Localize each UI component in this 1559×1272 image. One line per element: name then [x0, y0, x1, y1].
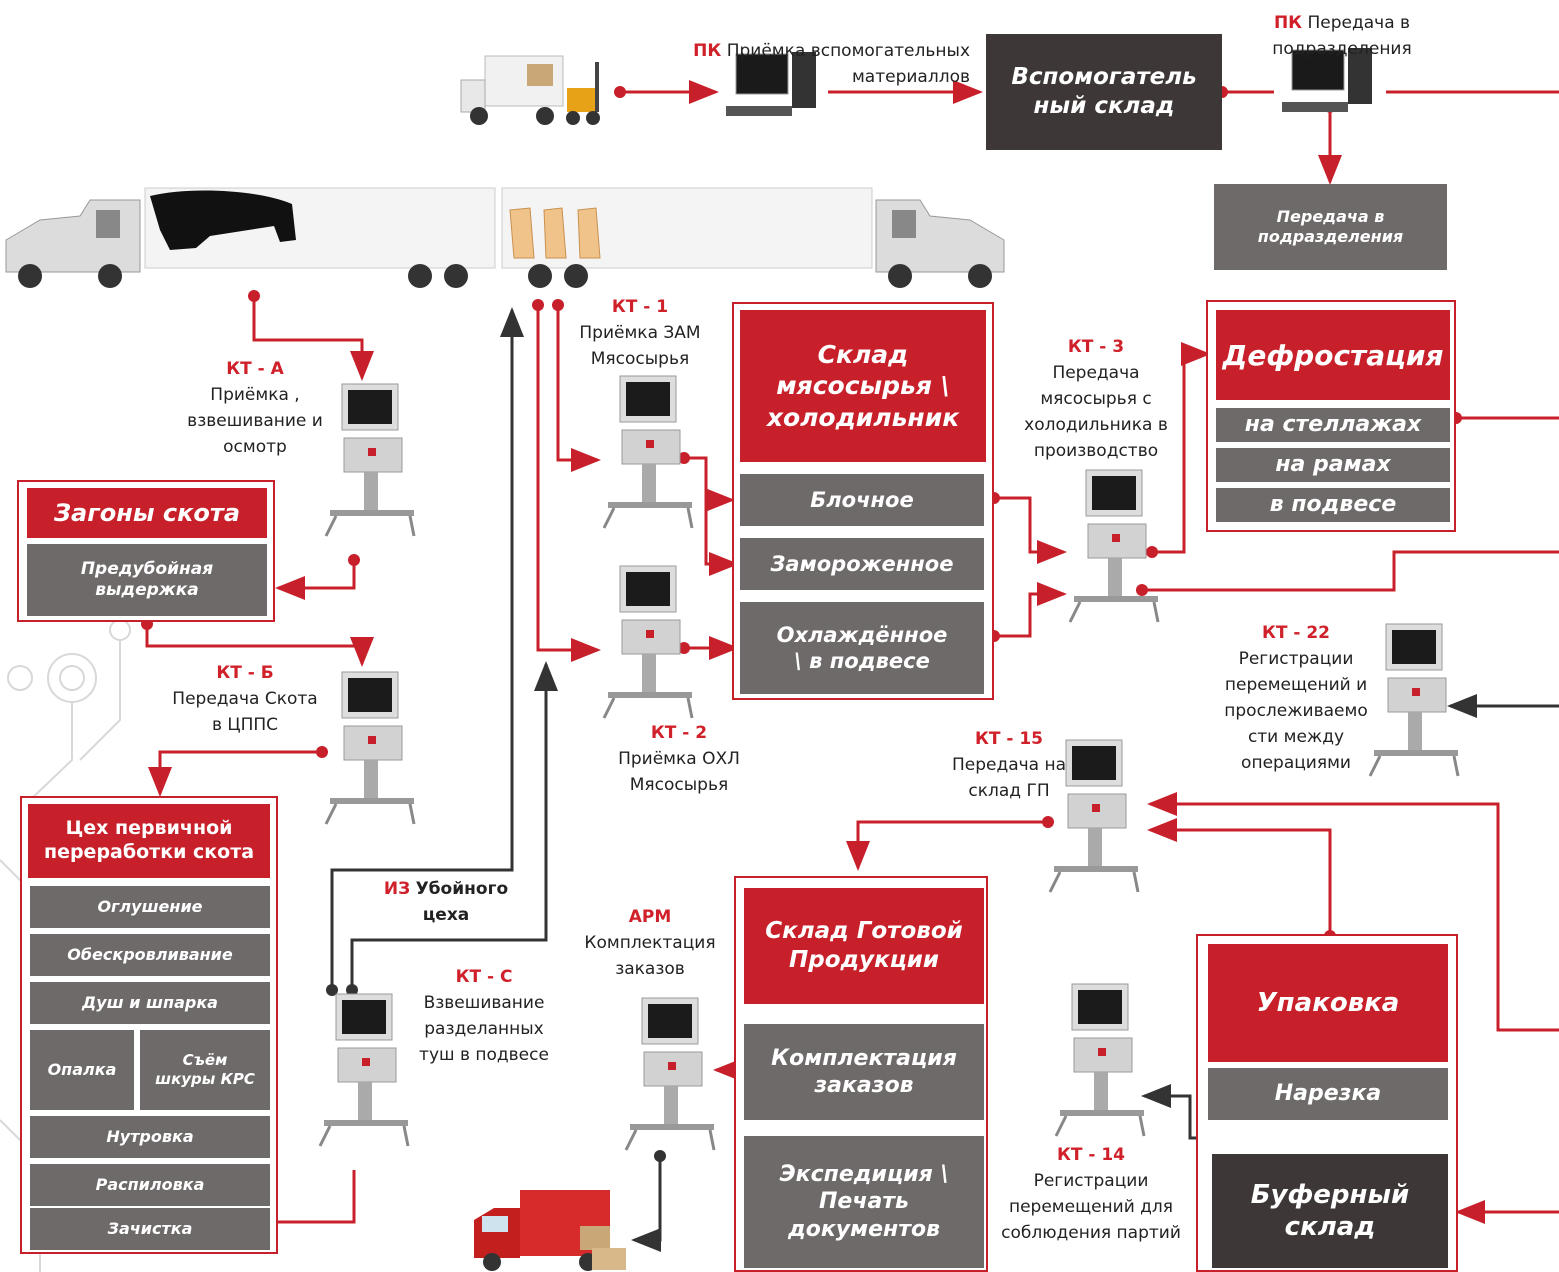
packaging-panel: Упаковка Нарезка Буферный склад: [1196, 934, 1458, 1272]
kt-b-text: Передача Скота в ЦППС: [172, 689, 318, 735]
kt-15-text: Передача на склад ГП: [951, 755, 1067, 801]
from-code: ИЗ: [383, 879, 411, 899]
arm-code: АРМ: [628, 907, 672, 927]
pk-code: ПК: [693, 41, 722, 61]
livestock-pens-title: Загоны скота: [27, 488, 267, 538]
kt-15-label: КТ - 15 Передача на склад ГП: [944, 726, 1074, 804]
kt-22-label: КТ - 22 Регистрации перемещений и просле…: [1214, 620, 1378, 776]
weighing-terminal-kt-1-icon: [602, 375, 694, 529]
packaging-title: Упаковка: [1208, 944, 1448, 1062]
meat-warehouse-panel: Склад мясосырья \ холодильник Блочное За…: [732, 302, 994, 700]
kt-3-label: КТ - 3 Передача мясосырья с холодильника…: [1016, 334, 1176, 464]
kt-c-code: КТ - С: [455, 967, 513, 987]
kt-22-code: КТ - 22: [1261, 623, 1331, 643]
kt-3-code: КТ - 3: [1067, 337, 1125, 357]
kt-2-code: КТ - 2: [650, 723, 708, 743]
slicing-box: Нарезка: [1208, 1068, 1448, 1120]
delivery-truck-forklift-image: [460, 55, 600, 125]
op-bleeding: Обескровливание: [30, 934, 270, 976]
weighing-terminal-kt-c-icon: [318, 993, 410, 1147]
cattle-truck-image: [5, 187, 496, 288]
kt-c-label: КТ - С Взвешивание разделанных туш в под…: [414, 964, 554, 1068]
pk-transfer-label: ПК Передача в подразделения: [1262, 10, 1422, 62]
kt-1-label: КТ - 1 Приёмка ЗАМ Мясосырья: [570, 294, 710, 372]
op-stunning: Оглушение: [30, 886, 270, 928]
livestock-pens-panel: Загоны скота Предубойная выдержка: [17, 480, 275, 622]
weighing-terminal-kt-a-icon: [324, 383, 416, 537]
transfer-to-departments-box: Передача в подразделения: [1214, 184, 1447, 270]
frozen-meat-box: Замороженное: [740, 538, 984, 590]
op-sawing: Распиловка: [30, 1164, 270, 1206]
kt-22-text: Регистрации перемещений и прослеживаемо …: [1224, 649, 1368, 773]
from-slaughter-text: Убойного цеха: [415, 879, 509, 925]
finished-goods-warehouse-panel: Склад Готовой Продукции Комплектация зак…: [734, 876, 988, 1272]
kt-1-text: Приёмка ЗАМ Мясосырья: [579, 323, 701, 369]
pk-receiving-text: Приёмка вспомогательных материаллов: [726, 41, 970, 87]
workstation-arm-icon: [624, 997, 716, 1151]
kt-14-label: КТ - 14 Регистрации перемещений для собл…: [994, 1142, 1188, 1246]
from-slaughter-label: ИЗ Убойного цеха: [376, 876, 516, 928]
finished-goods-title: Склад Готовой Продукции: [744, 888, 984, 1004]
block-meat-box: Блочное: [740, 474, 984, 526]
pk-code: ПК: [1273, 13, 1303, 33]
defrost-racks-box: на стеллажах: [1216, 408, 1450, 442]
carcass-truck-image: [501, 187, 1005, 288]
pk-receiving-label: ПК Приёмка вспомогательных материаллов: [640, 38, 970, 90]
kt-15-code: КТ - 15: [974, 729, 1044, 749]
weighing-terminal-kt-22-icon: [1368, 623, 1460, 777]
op-singeing: Опалка: [30, 1030, 134, 1110]
order-picking-box: Комплектация заказов: [744, 1024, 984, 1120]
chilled-meat-box: Охлаждённое \ в подвесе: [740, 602, 984, 694]
op-evisceration: Нутровка: [30, 1116, 270, 1158]
kt-14-text: Регистрации перемещений для соблюдения п…: [1001, 1171, 1181, 1243]
delivery-van-image: [474, 1190, 626, 1271]
op-skinning: Съём шкуры КРС: [140, 1030, 270, 1110]
op-shower-scalding: Душ и шпарка: [30, 982, 270, 1024]
kt-1-code: КТ - 1: [611, 297, 669, 317]
kt-a-code: КТ - А: [226, 359, 284, 379]
kt-2-label: КТ - 2 Приёмка ОХЛ Мясосырья: [604, 720, 754, 798]
computer-icon: [1282, 48, 1372, 112]
computer-icon: [726, 52, 816, 116]
weighing-terminal-kt-2-icon: [602, 565, 694, 719]
kt-a-text: Приёмка , взвешивание и осмотр: [187, 385, 323, 457]
arm-label: АРМ Комплектация заказов: [576, 904, 724, 982]
auxiliary-warehouse-box: Вспомогатель ный склад: [986, 34, 1222, 150]
kt-a-label: КТ - А Приёмка , взвешивание и осмотр: [180, 356, 330, 460]
defrost-title: Дефростация: [1216, 310, 1450, 400]
pre-slaughter-holding-box: Предубойная выдержка: [27, 544, 267, 616]
kt-3-text: Передача мясосырья с холодильника в прои…: [1024, 363, 1168, 461]
weighing-terminal-kt-3-icon: [1068, 469, 1160, 623]
weighing-terminal-kt-b-icon: [324, 671, 416, 825]
defrost-hanging-box: в подвесе: [1216, 488, 1450, 522]
primary-processing-shop-panel: Цех первичной переработки скота Оглушени…: [20, 796, 278, 1254]
dispatch-print-box: Экспедиция \ Печать документов: [744, 1136, 984, 1268]
defrost-panel: Дефростация на стеллажах на рамах в подв…: [1206, 300, 1456, 532]
pk-transfer-text: Передача в подразделения: [1272, 13, 1412, 59]
kt-2-text: Приёмка ОХЛ Мясосырья: [618, 749, 740, 795]
kt-14-code: КТ - 14: [1056, 1145, 1126, 1165]
weighing-terminal-kt-15-icon: [1048, 739, 1140, 893]
kt-b-code: КТ - Б: [216, 663, 274, 683]
arm-text: Комплектация заказов: [584, 933, 716, 979]
op-trimming: Зачистка: [30, 1208, 270, 1250]
kt-c-text: Взвешивание разделанных туш в подвесе: [419, 993, 549, 1065]
primary-processing-shop-title: Цех первичной переработки скота: [28, 804, 270, 878]
weighing-terminal-kt-14-icon: [1054, 983, 1146, 1137]
meat-warehouse-title: Склад мясосырья \ холодильник: [740, 310, 986, 462]
kt-b-label: КТ - Б Передача Скота в ЦППС: [170, 660, 320, 738]
defrost-frames-box: на рамах: [1216, 448, 1450, 482]
buffer-warehouse-box: Буферный склад: [1212, 1154, 1448, 1268]
